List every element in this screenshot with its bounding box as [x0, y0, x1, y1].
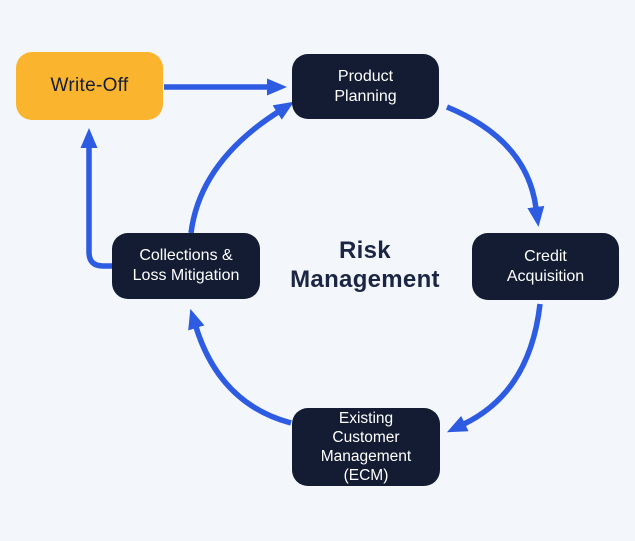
arrow-product-planning-to-credit-acquisition	[445, 104, 545, 227]
node-product-planning: Product Planning	[292, 54, 439, 119]
arrow-collections-to-product-planning	[188, 101, 294, 234]
node-existing-customer-management-label: Existing Customer Management (ECM)	[320, 410, 412, 484]
diagram-title: Risk Management	[255, 236, 475, 294]
diagram-title-line-1: Risk	[339, 237, 391, 264]
node-credit-acquisition: Credit Acquisition	[472, 233, 619, 300]
node-write-off: Write-Off	[16, 52, 163, 120]
node-collections-loss-mitigation-label: Collections & Loss Mitigation	[132, 247, 240, 284]
node-write-off-label: Write-Off	[50, 75, 129, 96]
node-existing-customer-management: Existing Customer Management (ECM)	[292, 408, 440, 486]
node-collections-loss-mitigation: Collections & Loss Mitigation	[112, 233, 260, 299]
diagram-title-line-2: Management	[290, 266, 440, 293]
node-product-planning-label: Product Planning	[334, 67, 397, 105]
arrow-credit-acquisition-to-ecm	[446, 303, 543, 433]
arrow-collections-to-write-off	[80, 128, 113, 269]
arrow-ecm-to-collections	[188, 308, 292, 426]
node-credit-acquisition-label: Credit Acquisition	[506, 247, 585, 285]
